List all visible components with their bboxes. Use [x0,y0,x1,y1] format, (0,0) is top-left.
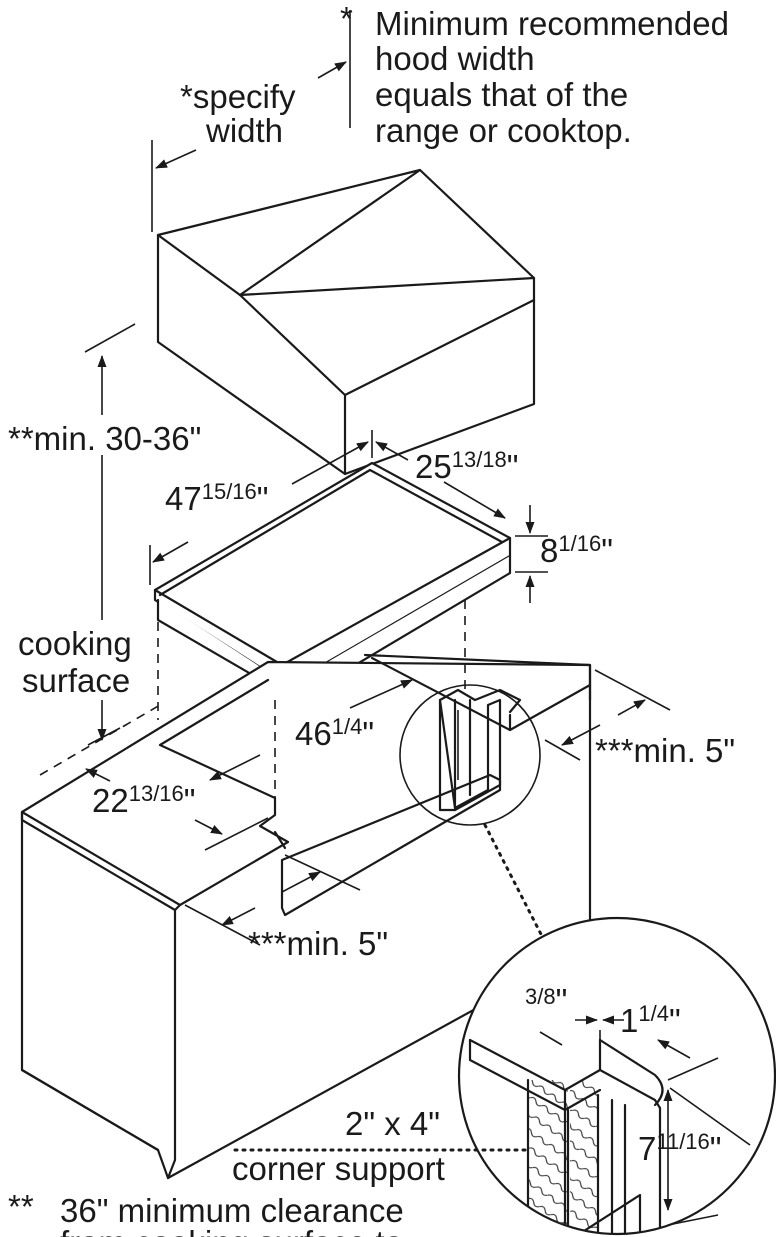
hood-width-dimension [151,10,351,232]
min-hood-note-4: range or cooktop. [375,112,632,149]
detail-ledge: 11/4" [620,1001,681,1039]
support-label-1: 2" x 4" [345,1105,440,1142]
min-hood-note-1: Minimum recommended [375,5,729,42]
specify-width-2: width [205,112,283,149]
detail-callout-small [399,684,547,944]
height-dimension: 81/16" [540,531,613,569]
star-mark: * [340,0,353,37]
width-dimension: 4715/16" [165,479,269,517]
cooking-surface-2: surface [22,662,130,699]
detail-thickness: 3/8" [525,982,567,1019]
cooking-surface-1: cooking [18,625,132,662]
footnote-marker: ** [8,1188,34,1225]
min-side-front: ***min. 5" [248,925,388,962]
corner-detail-enlarged [457,916,776,1236]
min-hood-note-3: equals that of the [375,76,628,113]
support-label-2: corner support [232,1150,445,1187]
min-side-right: ***min. 5" [595,732,735,769]
specify-width-1: *specify [180,78,296,115]
footnote-line-2: from cooking surface to [60,1224,403,1237]
base-cabinet [20,653,592,1180]
cutout-depth-dimension: 2213/16" [92,781,196,819]
depth-dimension: 2513/18" [415,447,519,485]
cooktop-dimensions [149,430,548,603]
hood-height-label: **min. 30-36" [8,420,201,457]
projection-lines [39,600,466,815]
range-hood [156,168,536,476]
footnote-line-1: 36" minimum clearance [60,1192,404,1229]
detail-depth: 711/16" [638,1129,722,1167]
min-hood-note-2: hood width [375,40,535,77]
cutout-dimensions [85,669,671,946]
cutout-width-dimension: 461/4" [295,714,374,752]
